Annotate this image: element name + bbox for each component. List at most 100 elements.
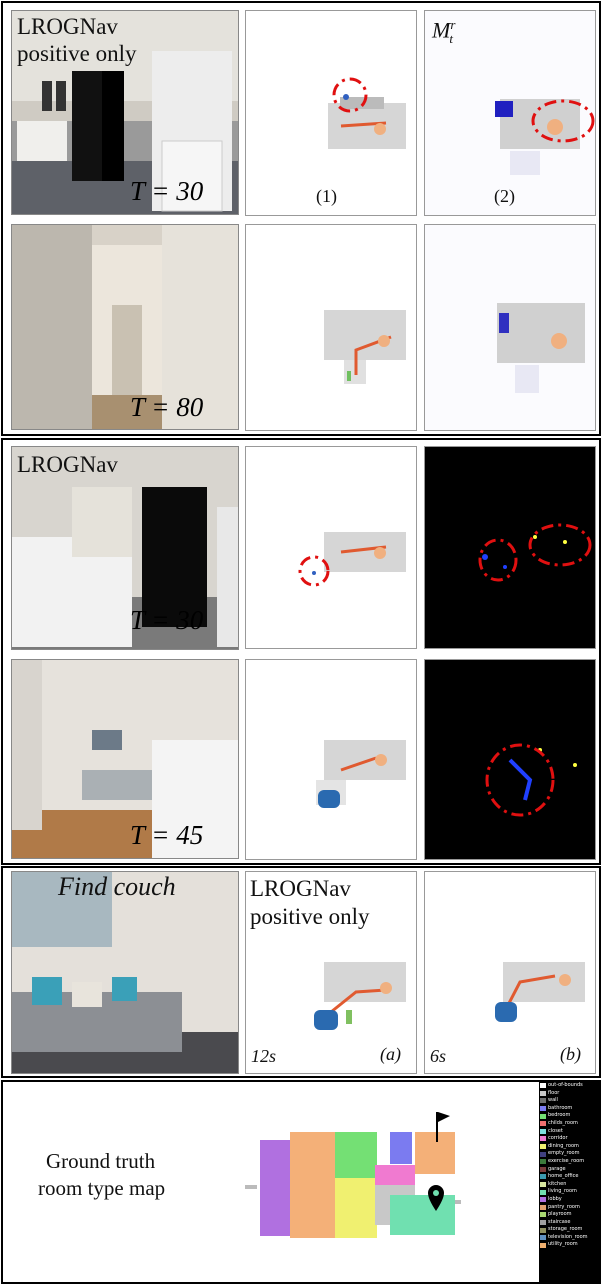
hallway-photo-t80 — [11, 224, 239, 430]
row3-room-prediction-map — [425, 447, 595, 648]
row2-room-map-panel — [424, 224, 596, 431]
legend-item: living_room — [539, 1188, 600, 1196]
legend-swatch — [540, 1159, 546, 1165]
row3-method-label: LROGNav — [17, 452, 118, 477]
row5-tag-b: (b) — [560, 1044, 581, 1064]
row5-method-label-line1: LROGNav — [250, 876, 351, 901]
legend-item: garage — [539, 1166, 600, 1174]
legend-swatch — [540, 1212, 546, 1218]
bathroom-photo-t30 — [11, 446, 239, 650]
row5-semantic-map-b — [495, 962, 585, 1022]
legend-item: television_room — [539, 1234, 600, 1242]
legend-swatch — [540, 1121, 546, 1127]
legend-swatch — [540, 1227, 546, 1233]
hallway-scene-image — [12, 225, 238, 429]
legend-swatch — [540, 1182, 546, 1188]
ground-truth-room-map — [245, 1112, 461, 1238]
legend-item: bathroom — [539, 1105, 600, 1113]
couch-photo — [11, 871, 239, 1074]
legend-swatch — [540, 1242, 546, 1248]
legend-label: bedroom — [548, 1112, 571, 1119]
row1-method-label-line2: positive only — [17, 41, 137, 66]
legend-label: staircase — [548, 1218, 571, 1225]
row4-room-prediction-map — [425, 660, 595, 859]
legend-label: living_room — [548, 1188, 577, 1195]
kitchen-scene-image — [12, 11, 238, 214]
couch-scene-image — [12, 872, 238, 1073]
legend-swatch — [540, 1083, 546, 1089]
legend-item: floor — [539, 1090, 600, 1098]
legend-item: out-of-bounds — [539, 1082, 600, 1090]
legend-label: corridor — [548, 1135, 568, 1142]
kitchen-photo-t30 — [11, 10, 239, 215]
row2-semantic-map-panel — [245, 224, 417, 431]
section-find-couch-frame — [1, 866, 601, 1078]
ground-truth-label-line2: room type map — [38, 1176, 166, 1200]
row5-tag-a: (a) — [380, 1044, 401, 1064]
legend-item: dining_room — [539, 1143, 600, 1151]
legend-swatch — [540, 1136, 546, 1142]
legend-label: garage — [548, 1165, 566, 1172]
legend-label: closet — [548, 1127, 563, 1134]
legend-label: television_room — [548, 1233, 588, 1240]
row5-semantic-map-a — [314, 962, 406, 1030]
legend-item: home_office — [539, 1173, 600, 1181]
legend-label: out-of-bounds — [548, 1082, 583, 1088]
legend-swatch — [540, 1174, 546, 1180]
legend-label: empty_room — [548, 1150, 580, 1157]
agent-location-pin-icon — [428, 1185, 444, 1211]
legend-label: childs_room — [548, 1119, 578, 1126]
row1-sub-label-1: (1) — [316, 186, 337, 206]
row5-method-label-line2: positive only — [250, 904, 370, 929]
legend-item: wall — [539, 1097, 600, 1105]
legend-item: closet — [539, 1128, 600, 1136]
legend-swatch — [540, 1151, 546, 1157]
legend-label: floor — [548, 1089, 560, 1096]
living-room-photo-t45 — [11, 659, 239, 859]
legend-item: playroom — [539, 1211, 600, 1219]
legend-item: pantry_room — [539, 1204, 600, 1212]
legend-item: storage_room — [539, 1226, 600, 1234]
legend-swatch — [540, 1219, 546, 1225]
legend-label: pantry_room — [548, 1203, 580, 1210]
legend-item: staircase — [539, 1219, 600, 1227]
legend-item: corridor — [539, 1135, 600, 1143]
legend-label: bathroom — [548, 1104, 573, 1111]
row3-timestep-label: T = 30 — [130, 605, 204, 635]
row4-room-map-panel — [424, 659, 596, 860]
section-full-frame — [1, 438, 601, 865]
legend-label: utility_room — [548, 1241, 578, 1248]
legend-label: playroom — [548, 1211, 572, 1218]
row4-timestep-label: T = 45 — [130, 820, 204, 850]
legend-item: utility_room — [539, 1241, 600, 1249]
row5-time-a: 12s — [251, 1046, 277, 1066]
row3-semantic-map — [298, 532, 406, 587]
row1-sub-label-2: (2) — [494, 186, 515, 206]
row5-semantic-map-a-panel — [245, 871, 417, 1074]
row3-semantic-map-panel — [245, 446, 417, 649]
row3-room-map-panel — [424, 446, 596, 649]
row4-semantic-map-panel — [245, 659, 417, 860]
legend-label: exercise_room — [548, 1157, 585, 1164]
legend-swatch — [540, 1197, 546, 1203]
legend-label: kitchen — [548, 1180, 567, 1187]
legend-item: exercise_room — [539, 1158, 600, 1166]
legend-label: home_office — [548, 1173, 579, 1180]
legend-swatch — [540, 1090, 546, 1096]
legend-swatch — [540, 1204, 546, 1210]
row1-semantic-map-panel — [245, 10, 417, 216]
legend-item: kitchen — [539, 1181, 600, 1189]
row1-timestep-label: T = 30 — [130, 176, 204, 206]
room-map-symbol: Mrt — [432, 17, 456, 46]
legend-item: bedroom — [539, 1112, 600, 1120]
row2-room-prediction-map — [425, 225, 595, 430]
row2-timestep-label: T = 80 — [130, 392, 204, 422]
row1-room-prediction-map — [425, 11, 595, 215]
legend-swatch — [540, 1106, 546, 1112]
row1-semantic-map — [328, 77, 406, 149]
legend-swatch — [540, 1189, 546, 1195]
legend-swatch — [540, 1166, 546, 1172]
section-positive-only-frame — [1, 1, 601, 436]
row1-method-label-line1: LROGNav — [17, 14, 118, 39]
